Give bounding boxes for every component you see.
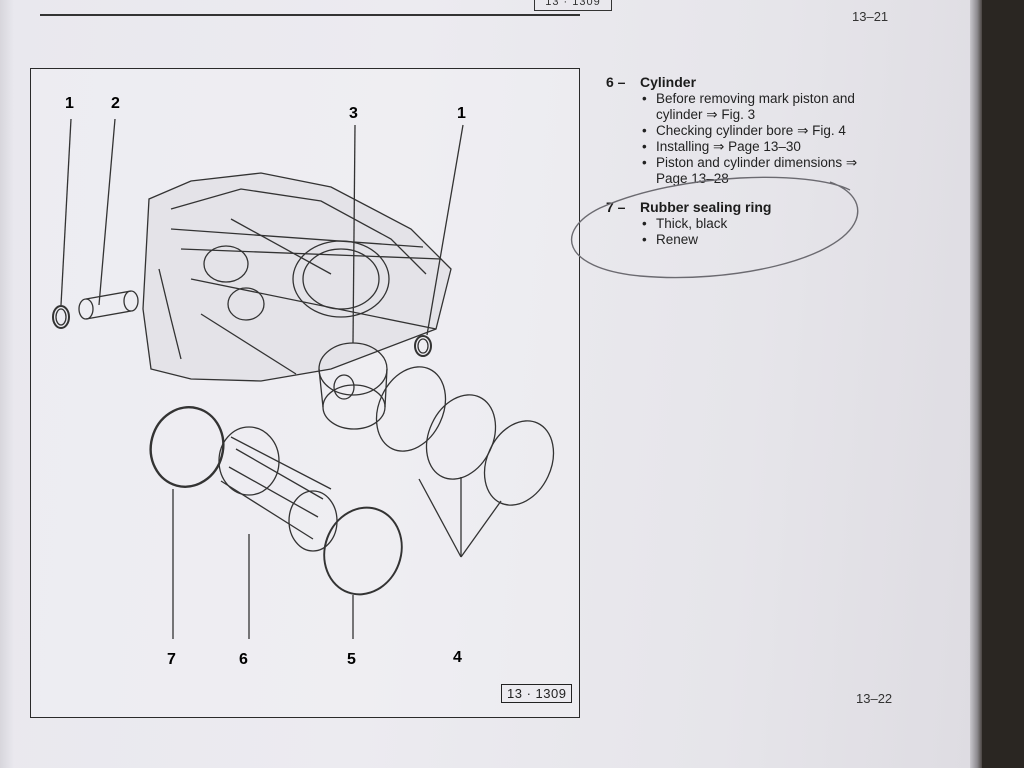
callout-4: 4 bbox=[453, 649, 462, 666]
callout-3: 3 bbox=[349, 105, 358, 122]
pencil-circle-mark bbox=[570, 176, 859, 279]
bullet-item: Installing ⇒ Page 13–30 bbox=[642, 139, 882, 155]
manual-page: 13 · 1309 13–21 bbox=[0, 0, 978, 768]
bullet-item: Checking cylinder bore ⇒ Fig. 4 bbox=[642, 123, 882, 139]
legend-entry-cylinder: 6 – Cylinder Before removing mark piston … bbox=[606, 74, 882, 187]
previous-page-edge: 13 · 1309 bbox=[40, 0, 612, 16]
page-number-top: 13–21 bbox=[852, 9, 889, 24]
previous-figure-tag: 13 · 1309 bbox=[534, 0, 612, 11]
exploded-diagram: 1 2 3 1 7 6 5 4 13 · 1309 bbox=[30, 68, 580, 718]
callout-1-right: 1 bbox=[457, 105, 466, 122]
entry-bullets: Before removing mark piston and cylinder… bbox=[606, 91, 882, 187]
callout-7: 7 bbox=[167, 651, 176, 668]
bullet-item: Renew bbox=[642, 232, 882, 248]
callout-2: 2 bbox=[111, 95, 120, 112]
parts-legend: 6 – Cylinder Before removing mark piston … bbox=[606, 74, 882, 248]
bullet-item: Piston and cylinder dimensions ⇒ Page 13… bbox=[642, 155, 876, 187]
page-shadow bbox=[0, 0, 14, 768]
legend-entry-rubber-sealing-ring: 7 –Rubber sealing ring Thick, black Rene… bbox=[606, 199, 882, 248]
book-spine-shadow bbox=[970, 0, 982, 768]
callout-5: 5 bbox=[347, 651, 356, 668]
page-number-bottom: 13–22 bbox=[856, 691, 893, 706]
bullet-item: Before removing mark piston and cylinder… bbox=[642, 91, 882, 123]
entry-bullets: Thick, black Renew bbox=[606, 216, 882, 248]
entry-title: Cylinder bbox=[640, 74, 697, 90]
callout-1-left: 1 bbox=[65, 95, 74, 112]
callout-6: 6 bbox=[239, 651, 248, 668]
engine-drawing bbox=[52, 118, 555, 639]
entry-number: 6 – bbox=[606, 74, 626, 90]
entry-title: Rubber sealing ring bbox=[640, 199, 772, 215]
figure-tag: 13 · 1309 bbox=[501, 684, 573, 703]
bullet-item: Thick, black bbox=[642, 216, 882, 232]
